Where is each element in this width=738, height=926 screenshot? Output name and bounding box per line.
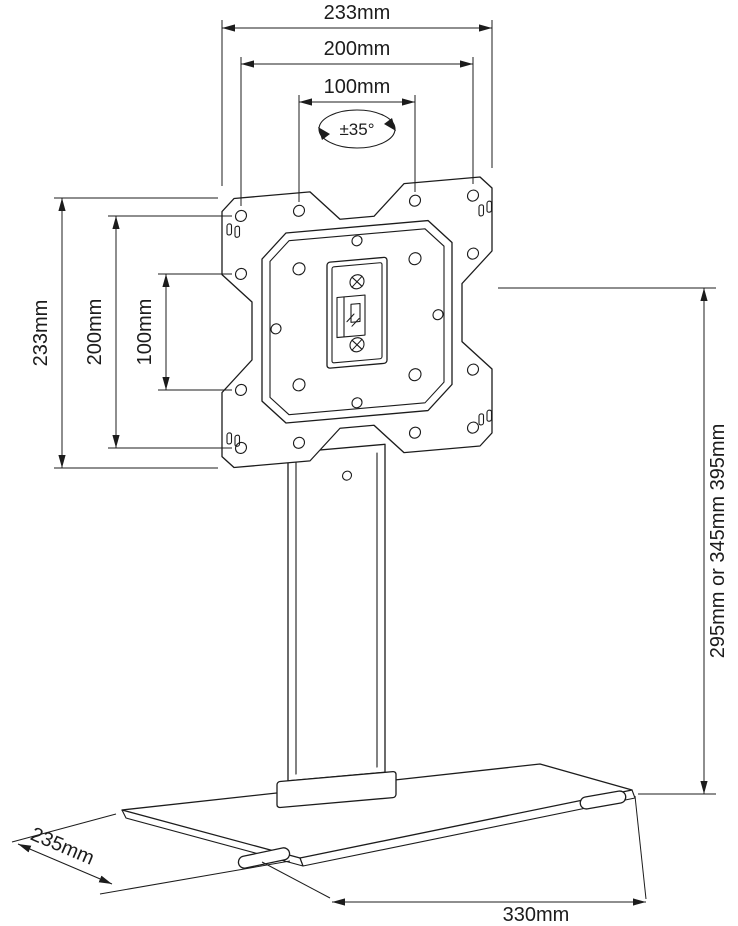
extension-line	[11, 813, 117, 843]
corner-slot	[486, 409, 493, 422]
screw-hole	[351, 235, 363, 247]
bracket-hatch	[346, 313, 355, 323]
bracket-outer	[326, 256, 388, 369]
corner-slot	[478, 413, 485, 426]
dimension-left-inner: 100mm	[134, 273, 232, 391]
corner-slot	[226, 223, 233, 236]
dimension-top-mid: 200mm	[240, 38, 474, 206]
screw-hole	[466, 247, 480, 260]
corner-slot	[234, 225, 241, 238]
screw-hole	[292, 204, 306, 217]
stand-assembly	[221, 176, 493, 809]
dimension-base-width: 330mm	[261, 795, 647, 926]
screw-hole	[234, 209, 248, 222]
stand-column	[276, 443, 397, 809]
screw-hole	[351, 397, 363, 409]
tilt-indicator: ±35°	[318, 109, 396, 149]
dimension-left-outer: 233mm	[30, 197, 218, 469]
screw-hole	[408, 368, 422, 382]
dim-height-label: 295mm or 345mm 395mm	[707, 424, 729, 659]
column-screw-hole	[341, 470, 353, 481]
screw-hole	[408, 194, 422, 207]
dim-left-mid-label: 200mm	[84, 299, 106, 366]
bracket-hatch	[351, 318, 360, 327]
screw-hole	[270, 323, 282, 335]
corner-slot	[234, 434, 241, 447]
base-left-thickness	[121, 809, 304, 867]
screw-hole	[292, 378, 306, 392]
dim-top-inner-label: 100mm	[324, 76, 391, 98]
screw-hole	[292, 262, 306, 276]
dimension-height: 295mm or 345mm 395mm	[498, 287, 729, 795]
extension-line	[634, 795, 647, 900]
dimension-line	[17, 843, 113, 885]
dim-top-mid-label: 200mm	[324, 38, 391, 60]
corner-slot	[486, 200, 493, 213]
screw-hole	[234, 441, 248, 454]
column-foot	[276, 770, 397, 809]
dimension-top-inner: 100mm	[298, 76, 416, 202]
mounting-bracket	[326, 256, 388, 369]
screw-hole	[466, 189, 480, 202]
screw-cross	[351, 338, 363, 351]
screw-hole	[408, 426, 422, 439]
swivel-arrow-left-icon	[318, 127, 330, 140]
extension-line	[99, 860, 291, 895]
dim-width-label: 330mm	[503, 904, 570, 926]
screw-hole	[234, 267, 248, 280]
screw-cross	[351, 275, 363, 288]
dimension-left-mid: 200mm	[84, 215, 232, 449]
corner-slot	[478, 204, 485, 217]
dim-left-inner-label: 100mm	[134, 299, 156, 366]
dimension-top-outer: 233mm	[221, 2, 493, 186]
base-foot-right	[579, 790, 627, 810]
screw-hole	[466, 421, 480, 434]
screw-hole	[408, 252, 422, 266]
dim-left-outer-label: 233mm	[30, 300, 52, 367]
bracket-clip	[336, 294, 366, 339]
dim-top-outer-label: 233mm	[324, 2, 391, 24]
screw-hole	[466, 363, 480, 376]
tilt-angle-label: ±35°	[339, 120, 374, 139]
corner-slot	[226, 432, 233, 445]
screw-hole	[234, 383, 248, 396]
screw-hole	[432, 309, 444, 321]
column-body	[287, 443, 386, 782]
extension-line	[261, 861, 331, 899]
inner-plate-inline	[269, 228, 445, 416]
bracket-inner	[331, 262, 383, 364]
swivel-arrow-right-icon	[384, 118, 396, 131]
base-plate	[121, 763, 636, 869]
screw-hole	[292, 436, 306, 449]
